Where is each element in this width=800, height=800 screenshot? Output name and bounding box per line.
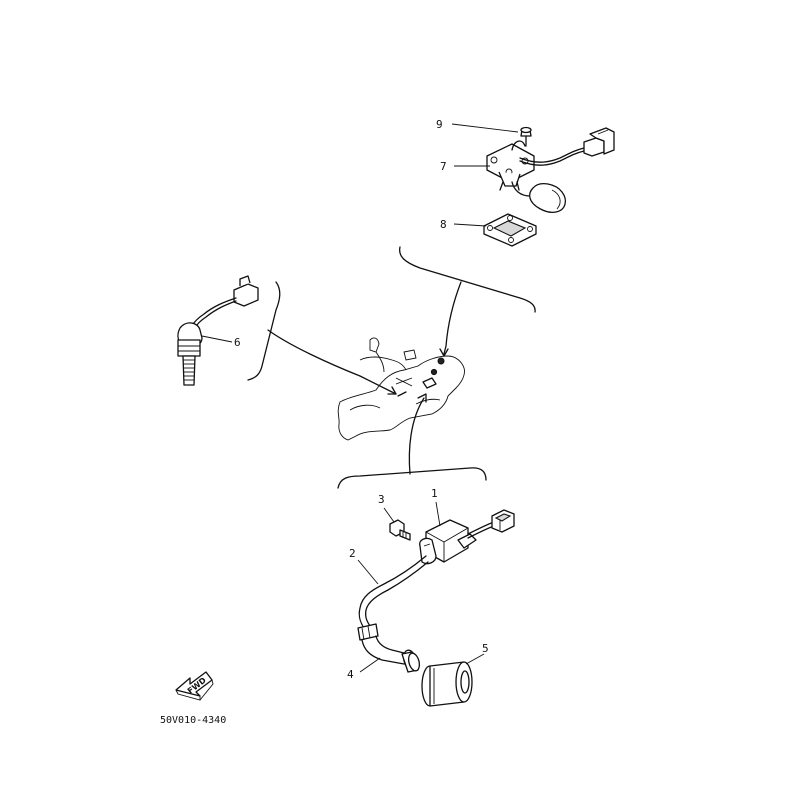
part-5-grommet[interactable] <box>421 661 473 707</box>
leader-arrows <box>267 281 462 475</box>
part-4-elbow-hose[interactable] <box>361 635 421 673</box>
part-9-bolt[interactable] <box>520 126 532 147</box>
callout-1: 1 <box>431 487 438 500</box>
part-6-switch[interactable] <box>177 275 259 386</box>
callout-8: 8 <box>440 218 447 231</box>
callout-7: 7 <box>440 160 447 173</box>
vehicle-outline <box>337 337 465 441</box>
part-1-sensor[interactable] <box>419 509 515 565</box>
forward-direction-badge: FWD <box>175 671 214 701</box>
group-bracket-sensor <box>337 467 487 489</box>
callout-4: 4 <box>347 668 354 681</box>
drawing-code: 50V010-4340 <box>160 715 226 726</box>
callout-leaders <box>201 123 519 673</box>
callout-2: 2 <box>349 547 356 560</box>
callout-6: 6 <box>234 336 241 349</box>
part-2-pipe[interactable] <box>357 555 429 641</box>
part-3-bolt[interactable] <box>389 519 411 541</box>
callout-3: 3 <box>378 493 385 506</box>
group-bracket-switch <box>247 281 281 381</box>
group-bracket-fuel-sender <box>398 246 536 313</box>
callout-9: 9 <box>436 118 443 131</box>
callout-5: 5 <box>482 642 489 655</box>
part-8-gasket[interactable] <box>483 213 537 247</box>
part-7-sender-unit[interactable] <box>486 127 615 213</box>
